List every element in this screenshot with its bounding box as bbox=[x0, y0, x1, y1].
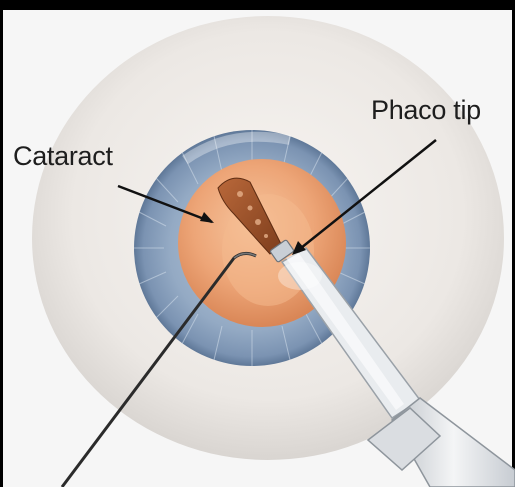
phaco-tip-label: Phaco tip bbox=[371, 95, 481, 126]
cataract-label: Cataract bbox=[13, 141, 113, 172]
